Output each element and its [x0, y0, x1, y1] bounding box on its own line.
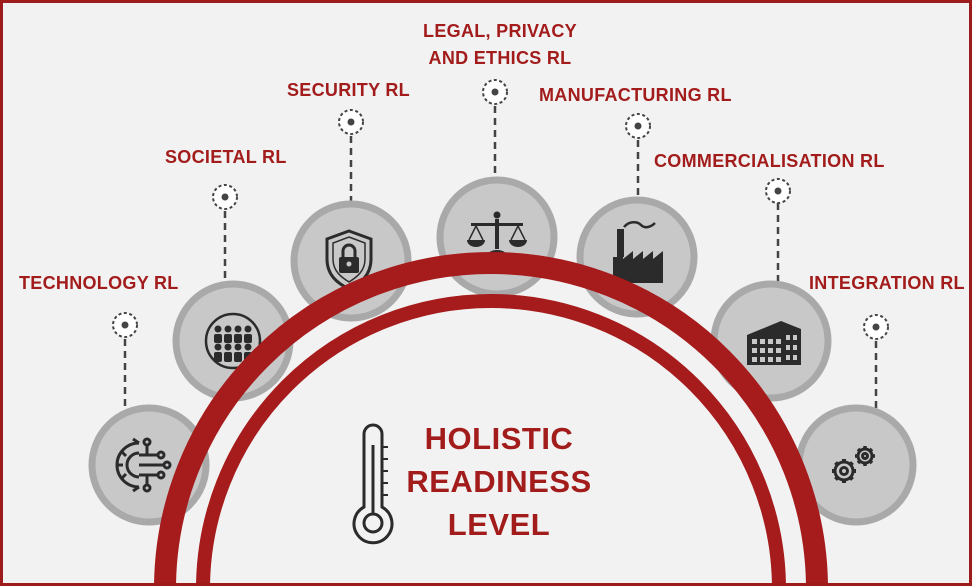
- pin-icon: [625, 113, 651, 139]
- label-legal-rl-line2: AND ETHICS RL: [428, 48, 572, 68]
- gears-icon: [832, 446, 875, 483]
- pin-icon: [112, 312, 138, 338]
- pin-icon: [863, 314, 889, 340]
- label-legal-rl-line1: LEGAL, PRIVACY: [423, 21, 577, 41]
- readiness-diagram: [88, 79, 917, 583]
- red-arch: [154, 252, 828, 583]
- thermometer-icon: [352, 423, 394, 545]
- office-building-icon: [747, 321, 801, 365]
- pin-icon: [212, 184, 238, 210]
- title-line-2: READINESS: [406, 464, 592, 499]
- label-integration-rl: INTEGRATION RL: [809, 273, 965, 293]
- factory-icon: [613, 221, 663, 283]
- pin-icon: [765, 178, 791, 204]
- label-societal-rl: SOCIETAL RL: [165, 147, 287, 167]
- label-technology-rl: TECHNOLOGY RL: [19, 273, 179, 293]
- title-line-3: LEVEL: [447, 507, 551, 542]
- title-line-1: HOLISTIC: [424, 421, 574, 456]
- label-commercialisation-rl: COMMERCIALISATION RL: [654, 151, 885, 171]
- connector-lines: [123, 106, 878, 413]
- pin-icon: [482, 79, 508, 105]
- label-manufacturing-rl: MANUFACTURING RL: [539, 85, 732, 105]
- gear-circuit-icon: [115, 437, 172, 493]
- label-security-rl: SECURITY RL: [287, 80, 410, 100]
- pin-icon: [338, 109, 364, 135]
